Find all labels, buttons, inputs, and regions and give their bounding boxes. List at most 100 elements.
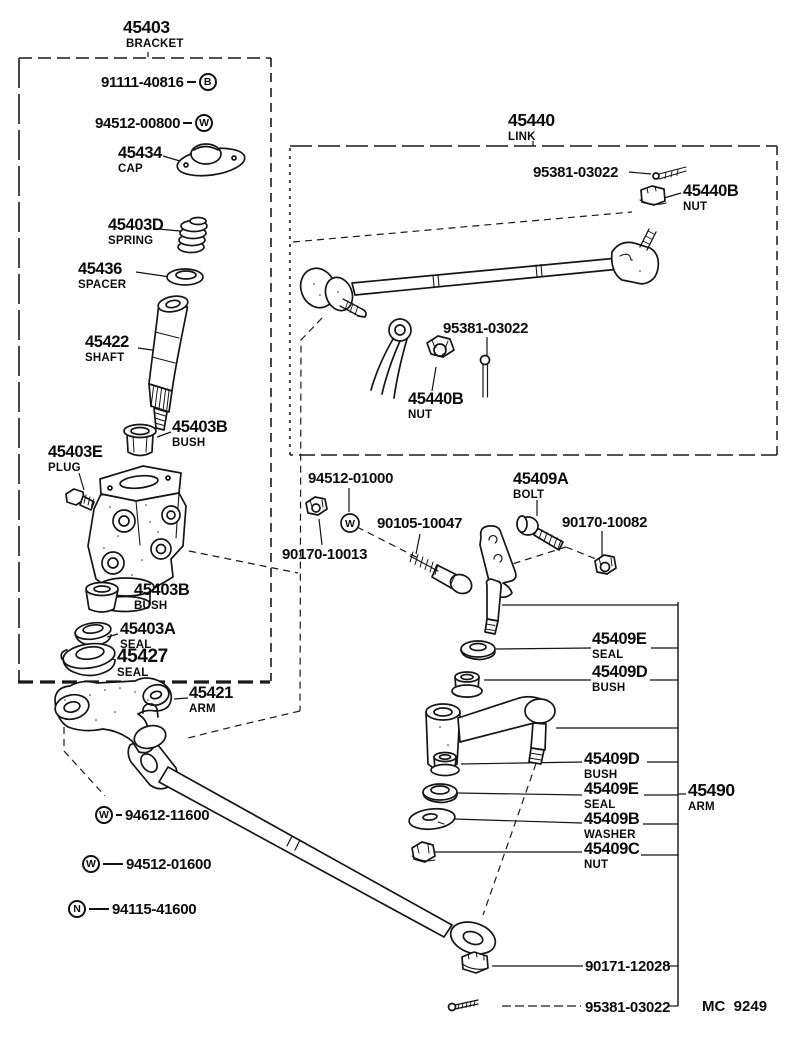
part-code: 45440: [508, 110, 555, 130]
part-label-45409d-bush-1: 45409D BUSH: [592, 663, 648, 694]
part-code: 45436: [78, 260, 122, 278]
part-label-45427-seal: 45427 SEAL: [117, 647, 168, 680]
part-name: NUT: [683, 200, 708, 213]
idler-bush-d1-drawing: [451, 671, 483, 698]
cotter-pin-bottom-drawing: [447, 999, 479, 1012]
part-code: 45403B: [134, 581, 190, 599]
idler-seal-e2-drawing: [422, 783, 458, 804]
nut-12028-drawing: [461, 951, 489, 974]
part-code: 45422: [85, 333, 129, 351]
part-label-45436-spacer: 45436 SPACER: [78, 261, 126, 291]
part-code: 45490: [688, 780, 735, 800]
part-label-45409d-bush-2: 45409D BUSH: [584, 750, 640, 781]
plug-drawing: [65, 488, 95, 511]
part-label-45403a-seal: 45403A SEAL: [120, 620, 176, 651]
part-name: BUSH: [592, 681, 626, 694]
part-name: BUSH: [584, 768, 618, 781]
part-code: 45409D: [592, 663, 648, 681]
part-label-45440b-nut-mid: 45440B NUT: [408, 390, 464, 421]
part-code: 95381-03022: [443, 320, 529, 337]
spacer-drawing: [166, 268, 204, 286]
part-label-45409b-washer: 45409B WASHER: [584, 810, 640, 841]
marker-circle-w: W: [195, 114, 214, 132]
part-label-45421-arm: 45421 ARM: [189, 685, 233, 715]
part-label-45440b-nut-top: 45440B NUT: [683, 183, 739, 213]
cotter-pin-mid-drawing: [479, 354, 491, 398]
part-code: 45403B: [172, 418, 228, 436]
part-code: 45409D: [584, 750, 640, 768]
part-name: ARM: [189, 702, 216, 715]
part-code: 94512-00800: [95, 114, 181, 132]
part-label-95381-03022-mid: 95381-03022: [443, 320, 528, 338]
part-code: 94512-01600: [126, 855, 212, 873]
idler-nut-c-drawing: [411, 841, 436, 863]
part-code: 90105-10047: [377, 515, 463, 532]
part-name: PLUG: [48, 461, 81, 474]
assembly-dash-lines: [63, 211, 633, 1007]
washer-symbol-01000: W: [340, 513, 360, 533]
part-label-94512-01600: W 94512-01600: [82, 855, 211, 873]
leader-dash: [89, 908, 109, 910]
knuckle-fork-drawing: [370, 318, 412, 399]
group-label-45490-arm: 45490 ARM: [688, 780, 735, 813]
part-code: 90170-10082: [562, 514, 648, 531]
part-code: 45403D: [108, 216, 164, 234]
group-label-45440-link: 45440 LINK: [508, 110, 555, 143]
part-label-45403b-bush-lower: 45403B BUSH: [134, 581, 190, 612]
part-name: NUT: [584, 858, 609, 871]
part-label-45403d-spring: 45403D SPRING: [108, 216, 164, 247]
marker-circle-w: W: [95, 806, 113, 824]
part-code: 95381-03022: [585, 999, 671, 1016]
bush-upper-drawing: [123, 423, 157, 457]
part-code: 45409B: [584, 810, 640, 828]
page-code-stamp: MC 9249: [702, 998, 768, 1015]
part-label-95381-03022-top: 95381-03022: [533, 164, 618, 182]
bracket-group-box: [18, 57, 272, 684]
part-label-45434-cap: 45434 CAP: [118, 145, 162, 175]
part-label-90170-10082: 90170-10082: [562, 514, 647, 532]
part-code: 90170-10013: [282, 546, 368, 563]
leader-dash: [183, 122, 193, 124]
part-label-45409e-seal-1: 45409E SEAL: [592, 631, 647, 661]
part-label-45403e-plug: 45403E PLUG: [48, 444, 103, 474]
part-name: SEAL: [117, 667, 149, 679]
part-code: 45409C: [584, 840, 640, 858]
part-label-45409c-nut: 45409C NUT: [584, 840, 640, 871]
part-code: 45409E: [584, 780, 639, 798]
marker-circle-w: W: [82, 855, 100, 873]
idler-seal-e1-drawing: [460, 640, 496, 661]
part-label-94512-00800: 94512-00800 W: [95, 114, 214, 132]
part-label-90171-12028: 90171-12028: [585, 958, 670, 976]
part-label-90170-10013: 90170-10013: [282, 546, 367, 564]
part-name: BRACKET: [126, 37, 184, 50]
part-code: 90171-12028: [585, 958, 671, 975]
part-name: NUT: [408, 408, 433, 421]
cap-drawing: [176, 143, 246, 177]
nut-10013-drawing: [305, 496, 328, 516]
idler-bracket-drawing: [479, 525, 517, 635]
part-name: BOLT: [513, 488, 545, 501]
seal-27-drawing: [60, 642, 116, 677]
part-name: ARM: [688, 800, 715, 813]
part-label-45422-shaft: 45422 SHAFT: [85, 334, 129, 364]
drag-link-drawing: [299, 228, 660, 318]
part-code: 94512-01000: [308, 470, 394, 487]
part-label-45403b-bush-upper: 45403B BUSH: [172, 418, 228, 449]
idler-arm-drawing: [425, 695, 556, 771]
bush-lower-drawing: [85, 581, 119, 613]
part-code: 45434: [118, 144, 162, 162]
part-label-95381-03022-bottom: 95381-03022: [585, 999, 670, 1017]
part-code: 91111-40816: [101, 73, 184, 91]
marker-circle-b: B: [198, 73, 217, 91]
leader-dash: [103, 863, 123, 865]
part-label-94115-41600: N 94115-41600: [68, 900, 197, 918]
part-name: CAP: [118, 162, 143, 175]
part-code: 45440B: [408, 390, 464, 408]
part-label-45409a-bolt: 45409A BOLT: [513, 471, 569, 501]
leader-dash: [116, 814, 122, 816]
part-code: 45403: [123, 17, 170, 37]
leader-dash: [186, 81, 196, 83]
part-label-45409e-seal-2: 45409E SEAL: [584, 781, 639, 811]
part-code: 45403A: [120, 620, 176, 638]
